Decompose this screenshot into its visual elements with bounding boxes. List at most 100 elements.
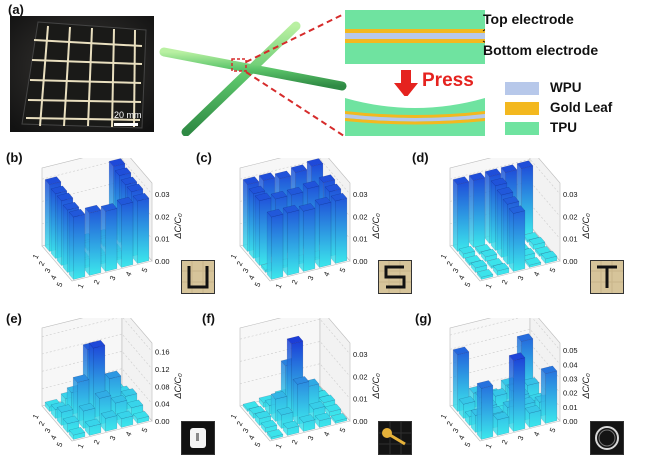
grid-line bbox=[449, 328, 561, 365]
row-tick-label: 2 bbox=[37, 420, 47, 428]
row-tick-label: 3 bbox=[451, 427, 461, 435]
grid-line bbox=[239, 363, 351, 399]
row-tick-label: 1 bbox=[439, 253, 449, 261]
z-axis-label: ΔC/C₀ bbox=[371, 373, 381, 400]
z-tick-label: 0.00 bbox=[563, 257, 578, 266]
bar-r2-c1 bbox=[458, 245, 476, 260]
bar-r5-c3 bbox=[508, 205, 526, 273]
bar-r5-c1 bbox=[68, 208, 86, 281]
col-tick-label: 5 bbox=[548, 426, 558, 434]
z-tick-label: 0.00 bbox=[155, 417, 170, 426]
panel-label-g: (g) bbox=[415, 311, 432, 326]
grid-line bbox=[41, 368, 153, 404]
col-tick-label: 2 bbox=[500, 438, 510, 446]
bar-r5-c1 bbox=[476, 380, 494, 441]
row-tick-label: 3 bbox=[451, 267, 461, 275]
row-tick-label: 3 bbox=[241, 267, 251, 275]
row-tick-label: 4 bbox=[457, 434, 467, 442]
col-tick-label: 5 bbox=[140, 426, 150, 434]
z-tick-label: 0.01 bbox=[563, 235, 578, 244]
legend-label-tpu: TPU bbox=[550, 120, 577, 135]
bar-r5-c2 bbox=[492, 262, 510, 277]
bar-r5-c3 bbox=[298, 203, 316, 273]
z-tick-label: 0.04 bbox=[563, 360, 578, 369]
bar-r5-c3 bbox=[298, 414, 316, 433]
row-tick-label: 1 bbox=[31, 253, 41, 261]
bar-r5-c4 bbox=[116, 410, 134, 429]
z-tick-label: 0.03 bbox=[353, 350, 368, 359]
legend-swatch-tpu bbox=[505, 122, 539, 135]
z-tick-label: 0.04 bbox=[155, 400, 170, 409]
bar-r5-c2 bbox=[282, 204, 300, 277]
row-tick-label: 2 bbox=[445, 420, 455, 428]
row-tick-label: 5 bbox=[463, 281, 473, 289]
row-tick-label: 3 bbox=[241, 427, 251, 435]
z-tick-label: 0.01 bbox=[353, 235, 368, 244]
bar-r5-c1 bbox=[476, 269, 494, 281]
bar-r1-c1 bbox=[452, 176, 470, 253]
row-tick-label: 5 bbox=[253, 441, 263, 449]
bar-r5-c1 bbox=[68, 426, 86, 441]
battery-object-thumbnail bbox=[181, 421, 215, 455]
bar-r1-c1 bbox=[452, 346, 470, 413]
grid-line bbox=[41, 350, 153, 387]
row-tick-label: 3 bbox=[43, 267, 53, 275]
z-tick-label: 0.00 bbox=[155, 257, 170, 266]
bar-r5-c5 bbox=[540, 250, 558, 265]
press-arrow-icon bbox=[394, 70, 418, 98]
key-object-thumbnail bbox=[378, 421, 412, 455]
row-tick-label: 1 bbox=[229, 413, 239, 421]
panel-label-a: (a) bbox=[8, 2, 24, 17]
row-tick-label: 4 bbox=[49, 274, 59, 282]
bar-r5-c3 bbox=[508, 352, 526, 433]
grid-line bbox=[41, 333, 153, 370]
bar-r4-c1 bbox=[470, 259, 488, 274]
col-tick-label: 3 bbox=[108, 434, 118, 442]
panel-label-e: (e) bbox=[6, 311, 22, 326]
col-tick-label: 2 bbox=[92, 278, 102, 286]
grid-line bbox=[239, 341, 351, 377]
bar-r4-c1 bbox=[260, 419, 278, 434]
panel-label-d: (d) bbox=[412, 150, 429, 165]
bar-r5-c4 bbox=[524, 257, 542, 269]
zoom-callout-lines bbox=[245, 13, 345, 137]
col-tick-label: 3 bbox=[516, 434, 526, 442]
col-tick-label: 5 bbox=[338, 426, 348, 434]
z-tick-label: 0.12 bbox=[155, 365, 170, 374]
row-tick-label: 1 bbox=[439, 413, 449, 421]
col-tick-label: 5 bbox=[338, 266, 348, 274]
z-axis-label: ΔC/C₀ bbox=[173, 213, 183, 240]
col-tick-label: 2 bbox=[290, 438, 300, 446]
row-tick-label: 2 bbox=[235, 420, 245, 428]
z-tick-label: 0.01 bbox=[563, 403, 578, 412]
bar-r5-c2 bbox=[282, 420, 300, 437]
bar-r5-c2 bbox=[84, 204, 102, 277]
cross-section-unpressed bbox=[345, 10, 485, 64]
bar-r5-c3 bbox=[100, 410, 118, 433]
bar-r4-c3 bbox=[292, 376, 310, 426]
z-tick-label: 0.00 bbox=[563, 417, 578, 426]
bar-r5-c4 bbox=[524, 405, 542, 429]
col-tick-label: 4 bbox=[322, 270, 332, 278]
bar-r3-c2 bbox=[480, 248, 498, 263]
panel-label-f: (f) bbox=[202, 311, 215, 326]
scale-bar-label: 20 mm bbox=[114, 110, 142, 120]
row-tick-label: 1 bbox=[229, 253, 239, 261]
col-tick-label: 4 bbox=[532, 430, 542, 438]
z-tick-label: 0.02 bbox=[155, 212, 170, 221]
z-tick-label: 0.03 bbox=[563, 374, 578, 383]
row-tick-label: 5 bbox=[253, 281, 263, 289]
legend-label-gold-leaf: Gold Leaf bbox=[550, 100, 613, 115]
bottom-electrode-label: Bottom electrode bbox=[483, 42, 599, 58]
z-tick-label: 0.08 bbox=[155, 382, 170, 391]
col-tick-label: 1 bbox=[274, 442, 284, 450]
